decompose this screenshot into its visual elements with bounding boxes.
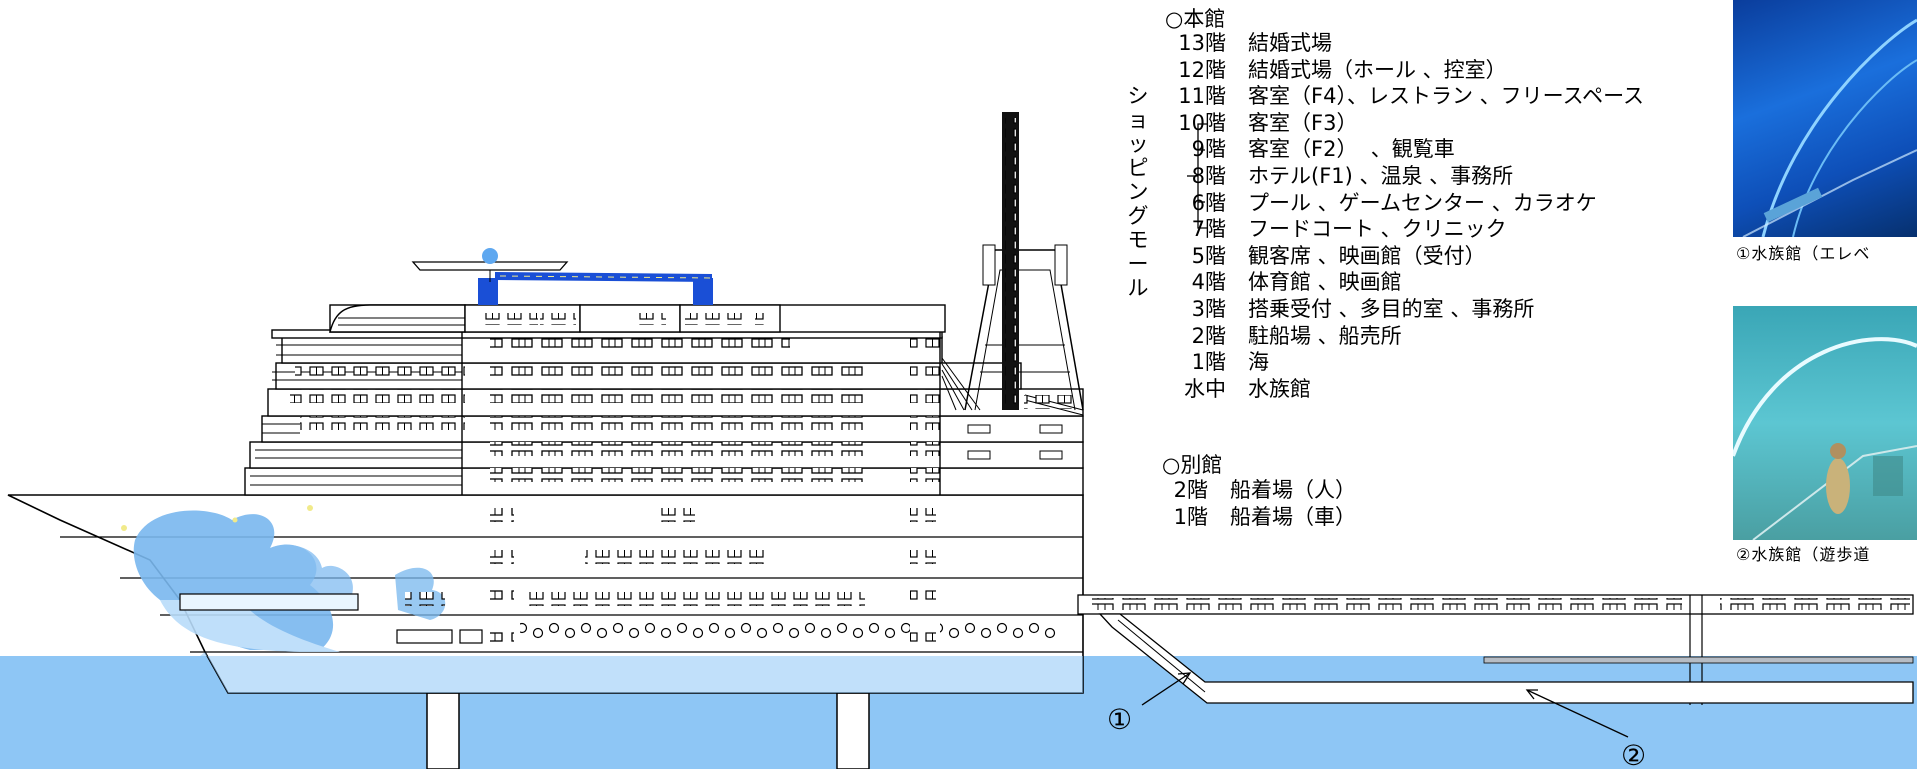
floor-use: 駐船場 、船売所 [1248, 323, 1402, 348]
floor-number: 13階 [1178, 31, 1226, 55]
marker-2: ② [1621, 739, 1646, 769]
deck-windows [290, 313, 1063, 482]
floor-row: 4階体育館 、映画館 [1168, 269, 1644, 296]
floor-number: 2階 [1191, 323, 1226, 348]
floor-number: 2階 [1173, 478, 1208, 502]
floor-row: 8階ホテル(F1) 、温泉 、事務所 [1168, 163, 1644, 190]
floor-row: 6階プール 、ゲームセンター 、カラオケ [1168, 190, 1644, 217]
floor-number: 3階 [1191, 296, 1226, 321]
floor-use: 客室（F3） [1248, 110, 1358, 135]
floor-use: 体育館 、映画館 [1248, 270, 1402, 295]
floor-row: 12階結婚式場（ホール 、控室） [1168, 57, 1644, 84]
floor-number: 11階 [1178, 84, 1226, 109]
main-building-title: ○本館 [1165, 7, 1226, 31]
floor-use: 搭乗受付 、多目的室 、事務所 [1248, 296, 1535, 321]
floor-row: 7階フードコート 、クリニック [1168, 216, 1644, 243]
marker-arrows [1141, 672, 1629, 738]
floor-row: 1階船着場（車） [1150, 504, 1356, 531]
floor-number: 5階 [1191, 243, 1226, 268]
floor-row: 10階客室（F3） [1168, 110, 1644, 137]
floor-number: 12階 [1178, 57, 1226, 82]
floor-number: 1階 [1173, 504, 1208, 529]
floor-row: 13階結婚式場 [1168, 30, 1644, 57]
annex-walkway [1077, 594, 1914, 705]
sparkles [121, 505, 313, 531]
shopping-mall-label: ショッピングモール [1127, 84, 1149, 300]
floor-row: 2階船着場（人） [1150, 477, 1356, 504]
floor-row: 3階搭乗受付 、多目的室 、事務所 [1168, 296, 1644, 323]
floor-row: 1階海 [1168, 349, 1644, 376]
observation-tower [964, 112, 1084, 411]
floor-number: 水中 [1184, 376, 1226, 401]
floor-use: 海 [1248, 350, 1269, 375]
floor-number: 10階 [1178, 110, 1226, 135]
floor-use: 船着場（人） [1230, 478, 1356, 502]
floor-use: ホテル(F1) 、温泉 、事務所 [1248, 163, 1514, 188]
floor-number: 6階 [1191, 190, 1226, 215]
floor-use: 結婚式場（ホール 、控室） [1248, 57, 1507, 82]
photo-caption-1: ①水族館（エレベ [1736, 244, 1871, 263]
annex-floors: 2階船着場（人）1階船着場（車） [1150, 477, 1356, 530]
stern-stripes [250, 317, 465, 486]
floor-use: プール 、ゲームセンター 、カラオケ [1248, 190, 1597, 215]
floor-use: 船着場（車） [1230, 504, 1356, 529]
floor-number: 8階 [1191, 163, 1226, 188]
floor-use: 結婚式場 [1248, 31, 1332, 55]
floor-row: 水中水族館 [1168, 376, 1644, 403]
floor-row: 11階客室（F4）、レストラン 、フリースペース [1168, 83, 1644, 110]
shopping-bracket [1187, 123, 1207, 229]
floor-number: 7階 [1191, 217, 1226, 242]
helipad [411, 248, 713, 305]
annex-title: ○別館 [1162, 453, 1223, 477]
aquarium-elevator-photo [1733, 0, 1917, 237]
photo-caption-2: ②水族館（遊歩道 [1736, 545, 1871, 564]
floor-number: 9階 [1191, 137, 1226, 162]
wave-decoration [133, 510, 446, 652]
floor-number: 4階 [1191, 270, 1226, 295]
aquarium-walkway-photo [1733, 306, 1917, 540]
floor-use: 水族館 [1248, 376, 1311, 401]
floor-use: フードコート 、クリニック [1248, 217, 1507, 242]
floor-row: 2階駐船場 、船売所 [1168, 323, 1644, 350]
pier-pillars [426, 692, 870, 769]
marker-1: ① [1107, 703, 1132, 736]
floor-row: 9階客室（F2） 、観覧車 [1168, 136, 1644, 163]
floor-use: 観客席 、映画館（受付） [1248, 243, 1486, 268]
floor-number: 1階 [1191, 350, 1226, 375]
floor-use: 客室（F4）、レストラン 、フリースペース [1248, 84, 1645, 109]
hull-windows [179, 508, 1060, 644]
floor-row: 5階観客席 、映画館（受付） [1168, 243, 1644, 270]
floor-use: 客室（F2） 、観覧車 [1248, 137, 1455, 162]
